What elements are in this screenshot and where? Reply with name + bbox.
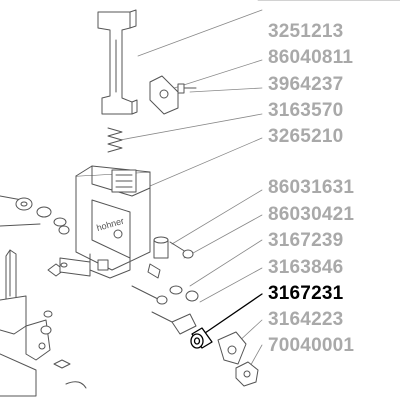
- screw-part: [177, 83, 197, 94]
- part-number-3163570: 3163570: [268, 100, 344, 121]
- part-number-86040811: 86040811: [268, 47, 354, 68]
- leader-lines: [119, 0, 400, 371]
- part-number-3167239: 3167239: [268, 230, 344, 251]
- nut-part: [235, 361, 259, 387]
- highlighted-bushing: [190, 327, 213, 349]
- clip-part: [149, 75, 179, 115]
- part-number-3164223: 3164223: [268, 309, 344, 330]
- cam-part: [217, 331, 247, 365]
- main-body-block: hohner: [75, 165, 151, 279]
- part-number-70040001: 70040001: [268, 335, 355, 356]
- part-number-3251213: 3251213: [268, 21, 344, 42]
- fasteners: [131, 236, 199, 335]
- part-number-3265210: 3265210: [268, 126, 344, 147]
- part-number-86030421: 86030421: [268, 204, 355, 225]
- part-number-3163846: 3163846: [268, 257, 344, 278]
- part-number-3964237: 3964237: [268, 74, 344, 95]
- part-number-3167231-highlighted: 3167231: [268, 283, 344, 304]
- part-number-86031631: 86031631: [268, 177, 355, 198]
- bracket-part: [97, 9, 138, 115]
- left-side-parts: [0, 195, 91, 397]
- spring-part: [107, 127, 123, 153]
